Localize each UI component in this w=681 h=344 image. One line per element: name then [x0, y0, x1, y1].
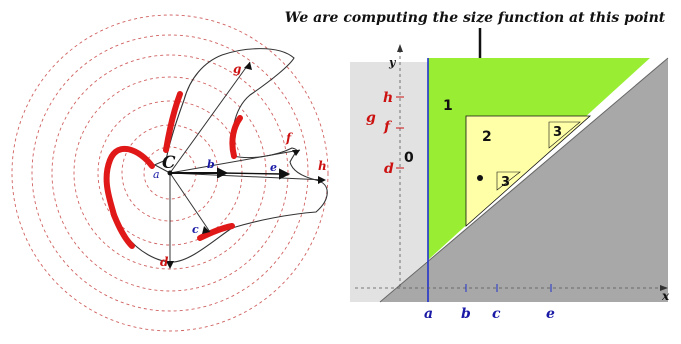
label-e: e — [270, 161, 277, 174]
arrowhead-g — [244, 62, 252, 70]
y-label-g: g — [366, 110, 376, 126]
red-segments — [103, 91, 243, 249]
red-segment — [103, 146, 155, 218]
center-point — [167, 170, 173, 176]
y-axis-label: y — [388, 56, 397, 69]
x-ticks — [465, 284, 552, 292]
y-ticks — [396, 96, 404, 169]
region-label-3a: 3 — [501, 175, 510, 190]
arrowhead-c — [202, 226, 210, 234]
label-f: f — [285, 131, 293, 145]
label-h: h — [318, 159, 327, 173]
radius-to-f — [169, 149, 301, 174]
arrowhead-e — [279, 168, 291, 180]
y-label-d: d — [384, 161, 394, 177]
evaluation-point — [477, 175, 483, 181]
red-segment — [229, 115, 243, 159]
x-axis-arrow — [660, 285, 668, 291]
label-g: g — [233, 62, 241, 76]
radius-to-h — [169, 172, 326, 181]
radius-to-c — [169, 172, 211, 233]
arrows-be — [170, 167, 291, 180]
level-circle — [31, 34, 309, 312]
x-label-a: a — [424, 306, 433, 322]
region-label-0: 0 — [404, 150, 414, 166]
red-segment — [197, 223, 235, 241]
radial-lines — [154, 61, 326, 268]
arrow-e — [221, 172, 283, 175]
level-circle — [11, 14, 329, 332]
radius-to-g — [169, 61, 251, 174]
label-b: b — [207, 158, 215, 171]
x-label-c: c — [492, 306, 501, 322]
arrowhead-h — [318, 176, 326, 184]
region-inner-2 — [548, 121, 581, 149]
small-arrowheads — [166, 62, 326, 269]
label-c: c — [192, 223, 199, 236]
arrowhead-d — [166, 261, 174, 269]
label-d: d — [160, 255, 169, 269]
center-label: C — [162, 153, 176, 173]
x-label-b: b — [461, 306, 471, 322]
caption: We are computing the size function at th… — [285, 10, 666, 26]
region-inner-1 — [496, 171, 521, 191]
label-a: a — [153, 168, 160, 181]
region-zero-bg — [350, 62, 428, 302]
region-yellow — [465, 115, 592, 227]
arrowhead-f — [292, 150, 300, 156]
x-label-e: e — [546, 306, 555, 322]
x-axis-label: x — [661, 289, 670, 303]
y-label-h: h — [383, 90, 393, 106]
radius-to-a — [154, 164, 171, 174]
y-label-f: f — [383, 119, 393, 135]
right-figure: We are computing the size function at th… — [285, 10, 670, 322]
region-label-1: 1 — [443, 98, 453, 114]
region-label-2: 2 — [482, 129, 492, 145]
y-axis-arrow — [397, 44, 403, 52]
left-figure: C a b c d e f g h — [11, 14, 329, 332]
region-label-3b: 3 — [553, 125, 562, 140]
red-segment — [111, 212, 135, 249]
red-segment — [163, 91, 183, 153]
